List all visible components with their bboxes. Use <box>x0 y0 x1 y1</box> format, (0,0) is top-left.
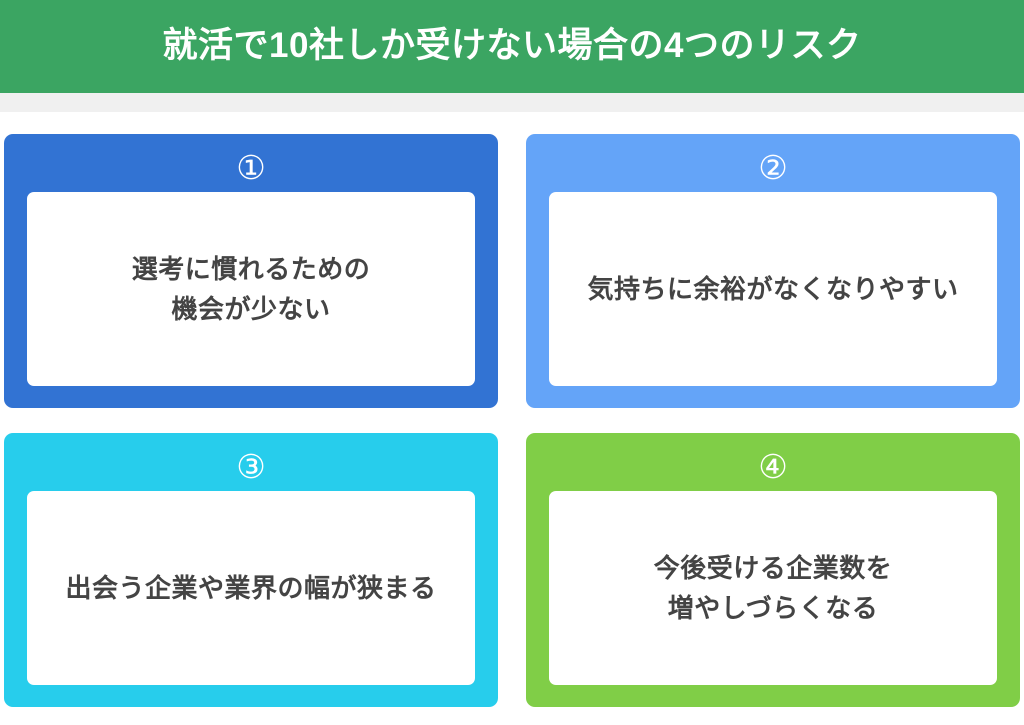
risk-card-grid: ① 選考に慣れるための 機会が少ない ② 気持ちに余裕がなくなりやすい ③ 出会… <box>4 134 1020 707</box>
card-body-2: 気持ちに余裕がなくなりやすい <box>549 192 997 386</box>
card-text-4: 今後受ける企業数を 増やしづらくなる <box>653 552 893 623</box>
risk-card-2: ② 気持ちに余裕がなくなりやすい <box>526 134 1020 408</box>
card-number-badge-2: ② <box>758 148 788 187</box>
card-number-badge-4: ④ <box>758 447 788 486</box>
risk-card-1: ① 選考に慣れるための 機会が少ない <box>4 134 498 408</box>
page-title: 就活で10社しか受けない場合の4つのリスク <box>162 26 862 66</box>
risk-card-3: ③ 出会う企業や業界の幅が狭まる <box>4 433 498 707</box>
card-body-3: 出会う企業や業界の幅が狭まる <box>27 491 475 685</box>
card-text-2: 気持ちに余裕がなくなりやすい <box>587 273 959 304</box>
risk-card-4: ④ 今後受ける企業数を 増やしづらくなる <box>526 433 1020 707</box>
card-text-1: 選考に慣れるための 機会が少ない <box>131 253 371 324</box>
card-number-badge-1: ① <box>236 148 266 187</box>
header-banner: 就活で10社しか受けない場合の4つのリスク <box>0 0 1024 93</box>
card-body-1: 選考に慣れるための 機会が少ない <box>27 192 475 386</box>
card-number-badge-3: ③ <box>236 447 266 486</box>
header-divider <box>0 93 1024 112</box>
card-body-4: 今後受ける企業数を 増やしづらくなる <box>549 491 997 685</box>
card-text-3: 出会う企業や業界の幅が狭まる <box>65 572 437 603</box>
